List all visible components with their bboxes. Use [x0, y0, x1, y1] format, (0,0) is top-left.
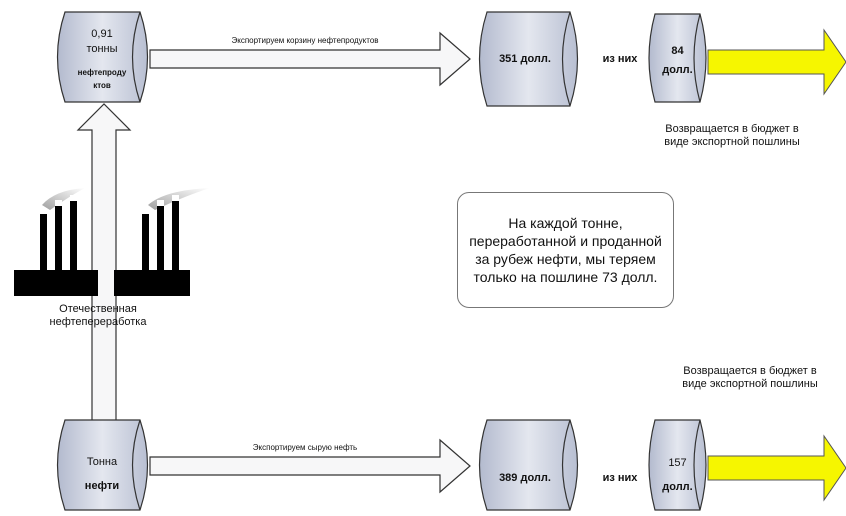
top-source-product-2: ктов [93, 81, 111, 90]
top-source-cylinder [56, 11, 149, 103]
top-revenue-value: 351 долл. [499, 53, 551, 65]
top-source-amount: 0,91 [91, 28, 113, 40]
bottom-source-line1: Тонна [86, 456, 118, 468]
bottom-revenue-cylinder [478, 419, 579, 511]
top-duty-value: 84 [671, 45, 684, 57]
top-source-product-1: нефтепроду [77, 68, 127, 77]
bottom-of-them-label: из них [602, 472, 638, 484]
top-returns-note: Возвращается в бюджет в виде экспортной … [664, 123, 800, 149]
top-duty-cylinder [648, 13, 707, 103]
bottom-arrow-label: Экспортируем сырую нефть [252, 443, 358, 452]
callout-box: На каждой тонне, переработанной и продан… [457, 192, 674, 308]
top-yellow-arrow [707, 28, 846, 96]
bottom-yellow-arrow [707, 434, 846, 502]
top-of-them-label: из них [602, 53, 638, 65]
upward-arrow [76, 103, 132, 431]
bottom-export-arrow [149, 438, 471, 494]
top-arrow-label: Экспортируем корзину нефтепродуктов [231, 36, 379, 45]
bottom-source-line2: нефти [84, 480, 120, 492]
top-revenue-cylinder [478, 11, 579, 107]
top-export-arrow [149, 31, 471, 87]
factory-icon [14, 188, 98, 296]
bottom-returns-note: Возвращается в бюджет в виде экспортной … [682, 365, 818, 391]
refinery-label: Отечественная нефтепереработка [49, 303, 147, 329]
bottom-source-cylinder [56, 419, 149, 511]
top-duty-unit: долл. [662, 64, 693, 76]
factory-icon [114, 188, 210, 296]
bottom-duty-unit: долл. [662, 481, 693, 493]
bottom-duty-cylinder [648, 419, 707, 511]
bottom-revenue-value: 389 долл. [499, 472, 551, 484]
callout-text: На каждой тонне, переработанной и продан… [469, 214, 662, 286]
top-source-unit: тонны [86, 43, 118, 55]
bottom-duty-value: 157 [668, 457, 687, 469]
